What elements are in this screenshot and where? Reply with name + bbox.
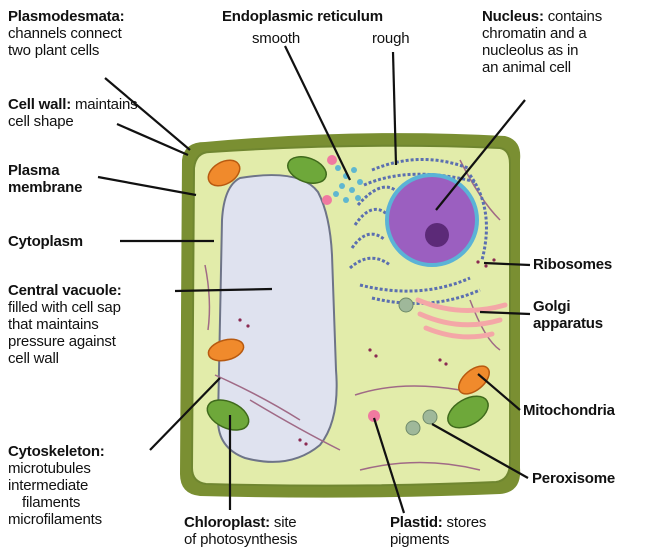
label-plasmodesmata-desc-1: channels connect (8, 25, 124, 42)
label-cell-wall: Cell wall: maintains cell shape (8, 96, 137, 130)
label-plasma-membrane: Plasma membrane (8, 162, 82, 196)
label-golgi-1: Golgi (533, 298, 570, 315)
label-er-term: Endoplasmic reticulum (222, 8, 383, 25)
label-cytoplasm: Cytoplasm (8, 233, 83, 250)
label-plasmodesmata: Plasmodesmata: channels connect two plan… (8, 8, 124, 59)
label-golgi: Golgi apparatus (533, 298, 603, 332)
label-nucleus-desc-2: nucleolus as in (482, 42, 602, 59)
label-nucleus-term: Nucleus: (482, 8, 544, 25)
label-cytoskeleton-desc-2: intermediate (8, 477, 105, 494)
label-er-smooth: smooth (252, 30, 300, 47)
label-ribosomes-term: Ribosomes (533, 256, 612, 273)
label-er-rough: rough (372, 30, 409, 47)
label-plasma-membrane-1: Plasma (8, 162, 59, 179)
label-central-vacuole-desc-1: filled with cell sap (8, 299, 122, 316)
label-plastid-desc-1: pigments (390, 531, 486, 548)
label-central-vacuole: Central vacuole: filled with cell sap th… (8, 282, 122, 367)
label-plastid-desc-first: stores (447, 514, 487, 531)
label-central-vacuole-desc-4: cell wall (8, 350, 122, 367)
label-chloroplast: Chloroplast: site of photosynthesis (184, 514, 297, 548)
plastid (322, 195, 332, 205)
plastid (327, 155, 337, 165)
label-nucleus-desc-first: contains (548, 8, 602, 25)
label-cell-wall-desc-1: cell shape (8, 113, 137, 130)
label-mitochondria: Mitochondria (523, 402, 615, 419)
label-peroxisome: Peroxisome (532, 470, 615, 487)
label-cytoskeleton-desc-3: filaments (8, 494, 105, 511)
label-chloroplast-term: Chloroplast: (184, 514, 270, 531)
label-cytoskeleton-desc-4: microfilaments (8, 511, 105, 528)
label-nucleus-desc-1: chromatin and a (482, 25, 602, 42)
peroxisome (406, 421, 420, 435)
label-central-vacuole-term: Central vacuole: (8, 282, 122, 299)
label-plasmodesmata-desc-2: two plant cells (8, 42, 124, 59)
label-cytoskeleton: Cytoskeleton: microtubules intermediate … (8, 443, 105, 528)
label-golgi-2: apparatus (533, 315, 603, 332)
label-plasmodesmata-term: Plasmodesmata: (8, 8, 124, 25)
label-ribosomes: Ribosomes (533, 256, 612, 273)
label-mitochondria-term: Mitochondria (523, 402, 615, 419)
label-cell-wall-desc-first: maintains (75, 96, 137, 113)
peroxisome (423, 410, 437, 424)
label-cytoplasm-term: Cytoplasm (8, 233, 83, 250)
label-plasma-membrane-2: membrane (8, 179, 82, 196)
label-cytoskeleton-desc-1: microtubules (8, 460, 105, 477)
label-endoplasmic-reticulum: Endoplasmic reticulum (222, 8, 383, 25)
label-cytoskeleton-term: Cytoskeleton: (8, 443, 105, 460)
label-cell-wall-term: Cell wall: (8, 96, 71, 113)
label-plastid-term: Plastid: (390, 514, 443, 531)
nucleolus (425, 223, 449, 247)
label-nucleus: Nucleus: contains chromatin and a nucleo… (482, 8, 602, 76)
label-plastid: Plastid: stores pigments (390, 514, 486, 548)
label-central-vacuole-desc-3: pressure against (8, 333, 122, 350)
nucleus (387, 175, 477, 265)
label-peroxisome-term: Peroxisome (532, 470, 615, 487)
label-chloroplast-desc-1: of photosynthesis (184, 531, 297, 548)
label-chloroplast-desc-first: site (274, 514, 297, 531)
peroxisome (399, 298, 413, 312)
leader-plasma-membrane (98, 177, 196, 195)
label-nucleus-desc-3: an animal cell (482, 59, 602, 76)
label-central-vacuole-desc-2: that maintains (8, 316, 122, 333)
